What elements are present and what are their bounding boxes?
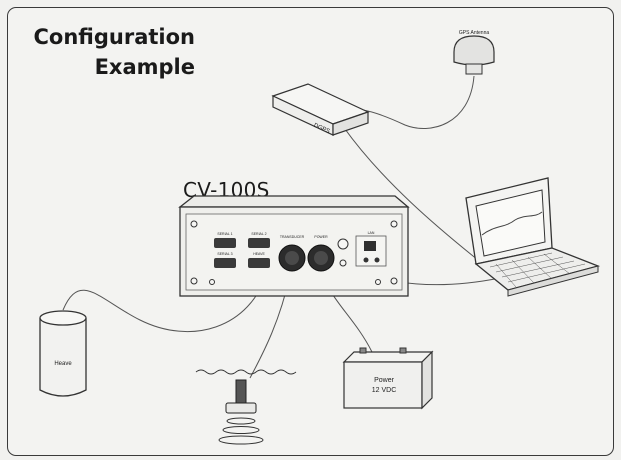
port-serial1-label: SERIAL 1 (217, 232, 232, 236)
port-serial2-label: SERIAL 2 (251, 232, 266, 236)
dgps-unit: DGPS (271, 83, 370, 136)
lan-port: LAN (355, 231, 387, 267)
power-connector: POWER (307, 235, 335, 272)
cable-dgps-laptop (339, 121, 489, 269)
cable-antenna-dgps (362, 75, 475, 129)
title-line-2: Example (94, 55, 195, 79)
transducer (218, 379, 264, 445)
transducer-connector: TRANSDUCER (278, 235, 306, 272)
cv-100s-device: SERIAL 1 SERIAL 2 SERIAL 3 HEAVE TRANSDU… (178, 195, 410, 297)
cable-device-heave (62, 269, 269, 333)
port-heave-label: HEAVE (253, 252, 265, 256)
heave-label: Heave (54, 361, 72, 367)
port-power-label: POWER (314, 235, 328, 239)
heave-sensor: Heave (39, 310, 87, 397)
gps-antenna-label: GPS Antenna (459, 30, 490, 36)
corner-screws (190, 220, 398, 285)
gps-antenna: GPS Antenna (453, 30, 495, 75)
water-line (195, 369, 297, 375)
laptop (465, 177, 601, 297)
title-line-1: Configuration (33, 25, 195, 49)
port-transducer-label: TRANSDUCER (280, 235, 305, 239)
port-lan-label: LAN (368, 231, 375, 235)
diagram-title: Configuration Example (27, 22, 195, 82)
power-label: Power (374, 377, 395, 384)
indicator-knobs (337, 238, 349, 267)
power-battery: Power 12 VDC (342, 347, 434, 410)
serial-ports: SERIAL 1 SERIAL 2 SERIAL 3 HEAVE (214, 232, 270, 268)
port-serial3-label: SERIAL 3 (217, 252, 232, 256)
power-voltage-label: 12 VDC (372, 387, 397, 394)
sonar-rings (218, 417, 264, 445)
